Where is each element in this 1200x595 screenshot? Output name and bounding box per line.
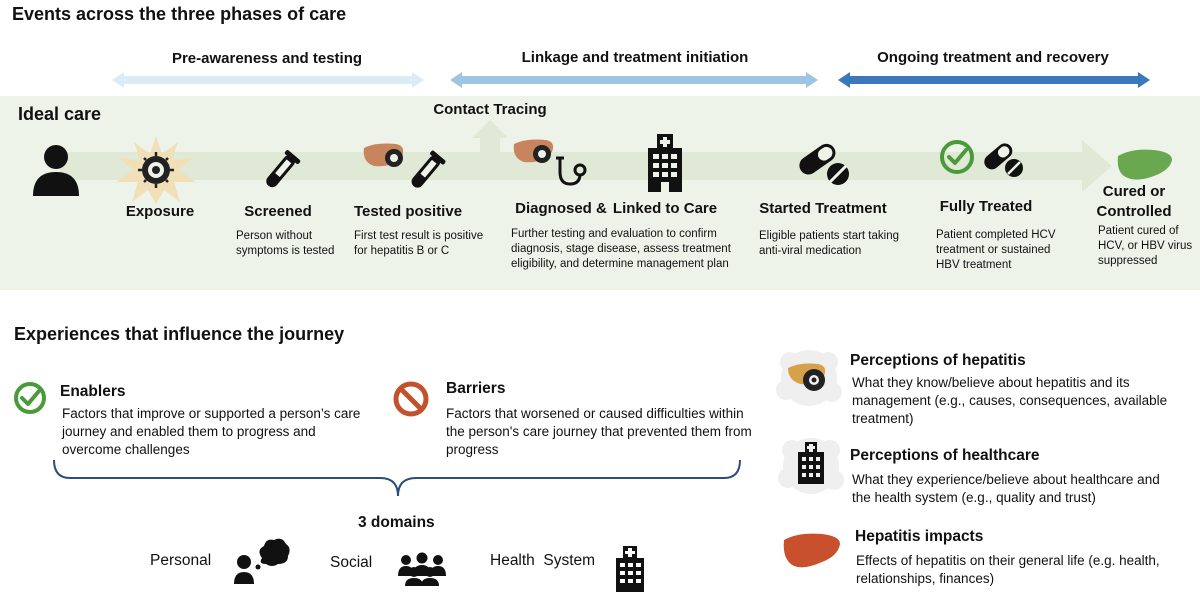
experiences-title: Experiences that influence the journey: [14, 324, 345, 344]
liver-virus-stethoscope-icon: [513, 139, 587, 186]
perceptions-healthcare-desc: What they experience/believe about healt…: [852, 472, 1160, 505]
hepatitis-impacts-liver-icon: [783, 533, 840, 568]
step-linked-to-care-title: Linked to Care: [612, 200, 718, 217]
step-started-treatment-title: Started Treatment: [759, 200, 887, 217]
hospital-icon: [648, 134, 682, 192]
perceptions-hepatitis-title: Perceptions of hepatitis: [850, 352, 1026, 369]
perceptions-healthcare-title: Perceptions of healthcare: [850, 447, 1040, 464]
enablers-check-icon: [14, 382, 46, 414]
perceptions-hepatitis-icon: [776, 350, 842, 406]
step-diagnosed-title: Diagnosed &: [515, 200, 607, 217]
hepatitis-impacts-title: Hepatitis impacts: [855, 528, 984, 545]
contact-tracing-label: Contact Tracing: [433, 101, 547, 118]
phase-label-ongoing: Ongoing treatment and recovery: [877, 49, 1109, 66]
liver-healthy-icon: [1117, 149, 1172, 180]
hepatitis-impacts-desc: Effects of hepatitis on their general li…: [856, 553, 1160, 586]
step-fully-treated-desc: Patient completed HCV treatment or susta…: [936, 229, 1056, 271]
page-title: Events across the three phases of care: [12, 4, 347, 24]
domain-social-label: Social: [330, 554, 373, 571]
phase-label-linkage: Linkage and treatment initiation: [521, 49, 749, 66]
step-fully-treated-title: Fully Treated: [939, 198, 1033, 215]
step-cured-desc: Patient cured of HCV, or HBV virus suppr…: [1098, 225, 1193, 267]
domains-title: 3 domains: [358, 514, 435, 531]
barriers-desc: Factors that worsened or caused difficul…: [446, 406, 752, 457]
step-cured-title: Cured or Controlled: [1096, 183, 1172, 220]
ideal-care-label: Ideal care: [18, 104, 102, 124]
phase-arrow-linkage: [450, 72, 818, 88]
health-system-hospital-icon: [616, 546, 644, 592]
phase-arrows: [112, 72, 1150, 88]
personal-thought-icon: [234, 538, 290, 584]
step-tested-positive-desc: First test result is positive for hepati…: [354, 230, 484, 257]
domain-health-system-label: Health System: [490, 552, 596, 569]
social-group-icon: [398, 552, 446, 586]
domains-brace: [53, 459, 741, 497]
step-diagnosed-desc: Further testing and evaluation to confir…: [511, 228, 731, 270]
step-exposure-title: Exposure: [125, 203, 195, 220]
test-tube-icon: [266, 150, 301, 188]
liver-virus-test-tube-icon: [363, 143, 446, 188]
step-screened-title: Screened: [244, 203, 312, 220]
barriers-title: Barriers: [446, 380, 506, 397]
check-circle-icon: [940, 140, 974, 174]
domain-personal-label: Personal: [150, 552, 212, 569]
perceptions-healthcare-icon: [778, 438, 844, 494]
pills-small-icon: [984, 143, 1023, 177]
enablers-desc: Factors that improve or supported a pers…: [62, 406, 361, 457]
person-icon: [33, 145, 79, 196]
perceptions-hepatitis-desc: What they know/believe about hepatitis a…: [852, 375, 1168, 426]
phase-arrow-ongoing: [838, 72, 1150, 88]
ideal-care-band: [0, 96, 1200, 290]
step-started-treatment-desc: Eligible patients start taking anti-vira…: [759, 230, 899, 257]
virus-exposure-icon: [116, 136, 196, 204]
enablers-title: Enablers: [60, 383, 126, 400]
phase-label-pre-awareness: Pre-awareness and testing: [171, 50, 363, 67]
phase-arrow-pre-awareness: [112, 72, 424, 88]
step-screened-desc: Person without symptoms is tested: [236, 230, 335, 257]
barriers-prohibited-icon: [393, 381, 429, 417]
step-tested-positive-title: Tested positive: [353, 203, 463, 220]
care-flow-arrow: [60, 120, 1112, 192]
pills-icon: [799, 143, 849, 185]
